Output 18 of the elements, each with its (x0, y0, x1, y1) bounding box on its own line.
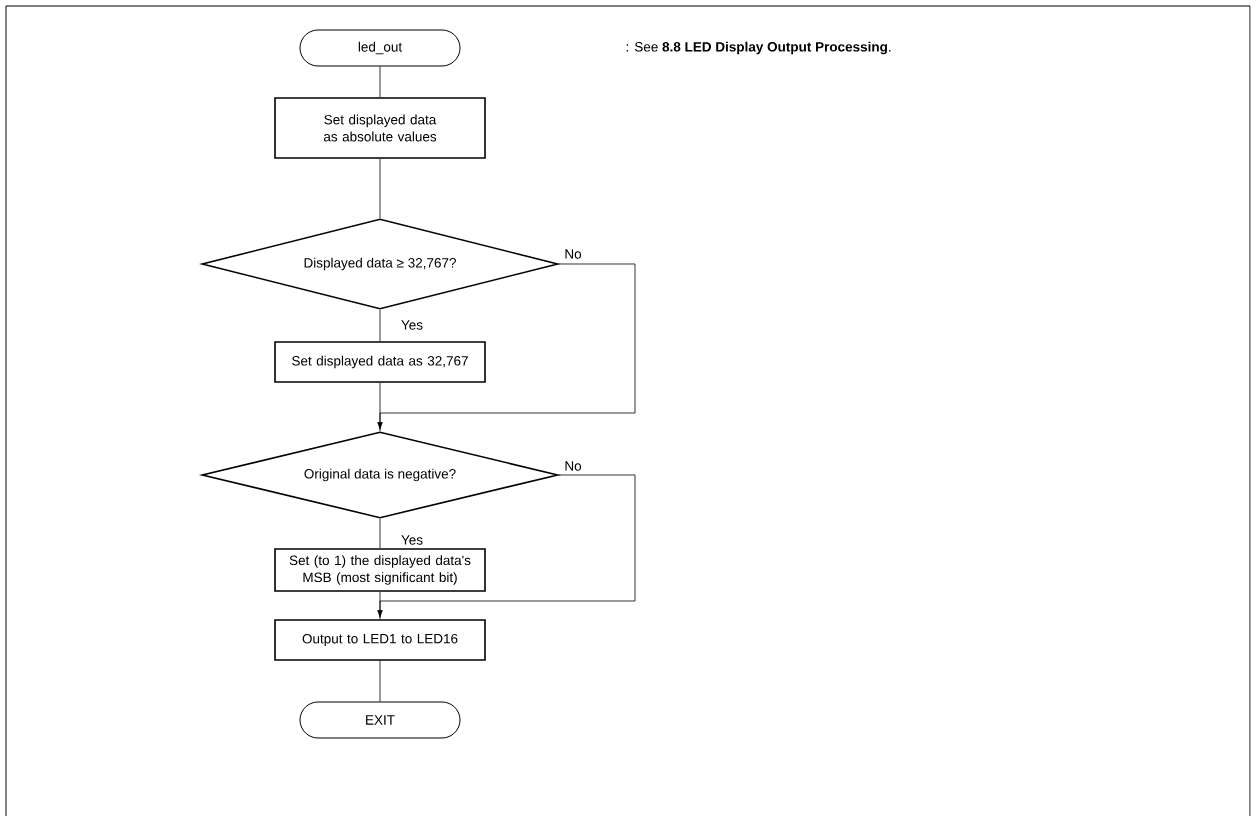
edge-label: Yes (400, 319, 424, 331)
process-box: Output to LED1 to LED16 (274, 619, 486, 661)
process-box: Set displayed data as 32,767 (274, 341, 486, 383)
terminal-box: led_out (299, 29, 461, 67)
process-box: Set displayed data as absolute values (274, 97, 486, 159)
connector-line (379, 382, 381, 432)
connector-line (379, 591, 381, 620)
process-box: Set (to 1) the displayed data's MSB (most significant bit) (274, 548, 486, 592)
connector-line (379, 158, 381, 219)
edge-label: No (563, 248, 583, 260)
edge-label: Yes (400, 534, 424, 546)
note: : See 8.8 LED Display Output Processing. (626, 41, 891, 55)
connector-line (379, 66, 381, 98)
connector-line (379, 309, 381, 342)
connector-line (379, 660, 381, 702)
connector-line (379, 518, 381, 549)
edge-label: No (563, 460, 583, 472)
terminal-box: EXIT (299, 701, 461, 739)
